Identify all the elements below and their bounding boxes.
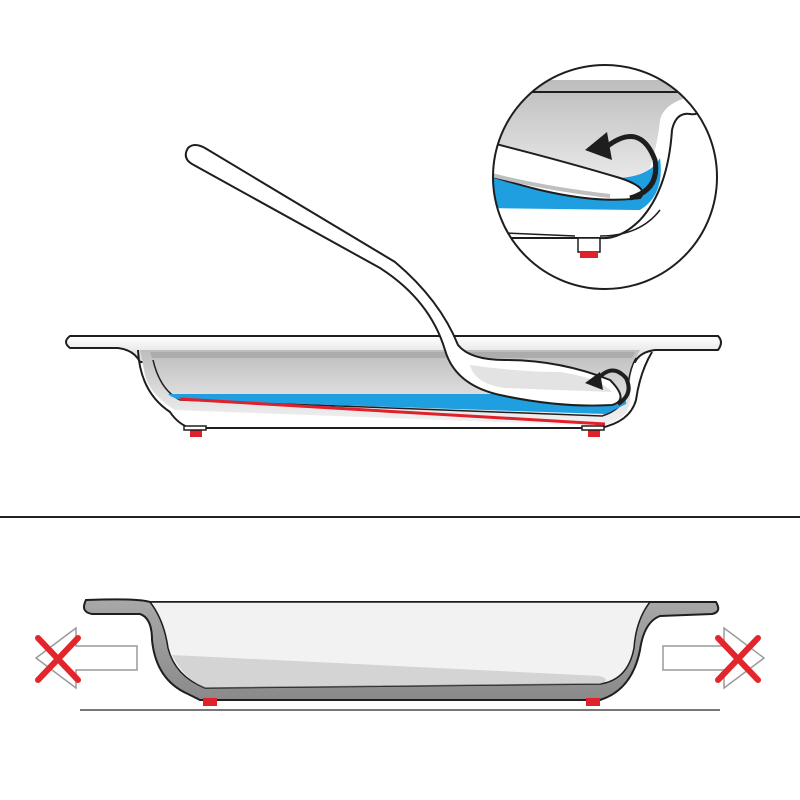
bottom-panel (34, 598, 766, 711)
cross-foot-right (586, 698, 600, 706)
cross-mark-icon (35, 635, 81, 683)
tilt-line (179, 397, 606, 426)
curved-arrow-icon (585, 368, 631, 406)
cross-foot-left (203, 698, 217, 706)
blocked-arrow-right (662, 626, 766, 690)
pan-cross-section (83, 598, 720, 701)
magnifier-inset (492, 64, 718, 290)
curved-arrow-icon (585, 132, 659, 201)
top-panel (65, 64, 722, 437)
ladle (184, 144, 622, 407)
arrow-outline-icon (34, 626, 138, 690)
liquid-layer (168, 394, 627, 414)
foot-left (190, 428, 202, 437)
arrow-outline-icon (662, 626, 766, 690)
cross-mark-icon (715, 635, 761, 683)
blocked-arrow-left (34, 626, 138, 690)
pan-feet (183, 425, 605, 437)
foot-right (588, 428, 600, 437)
